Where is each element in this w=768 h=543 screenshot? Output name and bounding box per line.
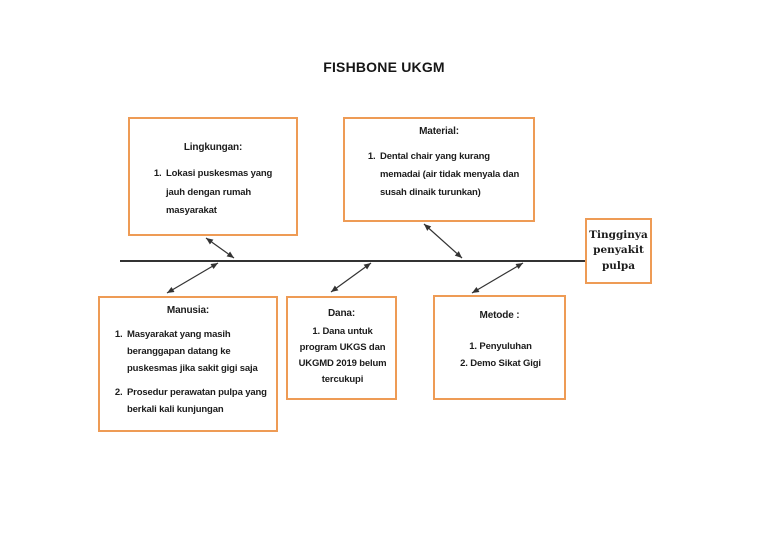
arrow-dana: [330, 262, 372, 293]
cause-box-manusia: Manusia: Masyarakat yang masih beranggap…: [98, 296, 278, 432]
cause-heading-lingkungan: Lingkungan:: [183, 142, 243, 153]
arrow-manusia: [166, 262, 219, 294]
cause-list-metode: Penyuluhan Demo Sikat Gigi: [435, 338, 564, 372]
cause-item: Masyarakat yang masih beranggapan datang…: [125, 326, 272, 377]
effect-box: Tingginya penyakit pulpa: [585, 218, 652, 284]
arrow-lingkungan: [205, 237, 235, 259]
cause-box-metode: Metode : Penyuluhan Demo Sikat Gigi: [433, 295, 566, 400]
cause-item: Demo Sikat Gigi: [438, 355, 561, 372]
arrow-material: [423, 223, 463, 259]
cause-box-material: Material: Dental chair yang kurang memad…: [343, 117, 535, 222]
cause-box-lingkungan: Lingkungan: Lokasi puskesmas yang jauh d…: [128, 117, 298, 236]
cause-item: Lokasi puskesmas yang jauh dengan rumah …: [164, 165, 292, 221]
cause-list-material: Dental chair yang kurang memadai (air ti…: [345, 148, 533, 202]
diagram-title: FISHBONE UKGM: [323, 59, 445, 75]
cause-item: Dental chair yang kurang memadai (air ti…: [378, 148, 529, 202]
cause-list-manusia: Masyarakat yang masih beranggapan datang…: [100, 326, 276, 418]
cause-heading-manusia: Manusia:: [166, 305, 210, 316]
cause-heading-metode: Metode :: [479, 310, 520, 321]
cause-list-dana: Dana untuk program UKGS dan UKGMD 2019 b…: [288, 324, 395, 389]
cause-list-lingkungan: Lokasi puskesmas yang jauh dengan rumah …: [130, 165, 296, 221]
cause-item: Penyuluhan: [438, 338, 561, 355]
cause-heading-material: Material:: [419, 126, 459, 137]
cause-heading-dana: Dana:: [327, 308, 356, 319]
cause-item: Prosedur perawatan pulpa yang berkali ka…: [125, 384, 272, 418]
arrow-metode: [471, 262, 524, 294]
cause-box-dana: Dana: Dana untuk program UKGS dan UKGMD …: [286, 296, 397, 400]
cause-item: Dana untuk program UKGS dan UKGMD 2019 b…: [291, 324, 392, 389]
effect-label: Tingginya penyakit pulpa: [589, 229, 648, 272]
